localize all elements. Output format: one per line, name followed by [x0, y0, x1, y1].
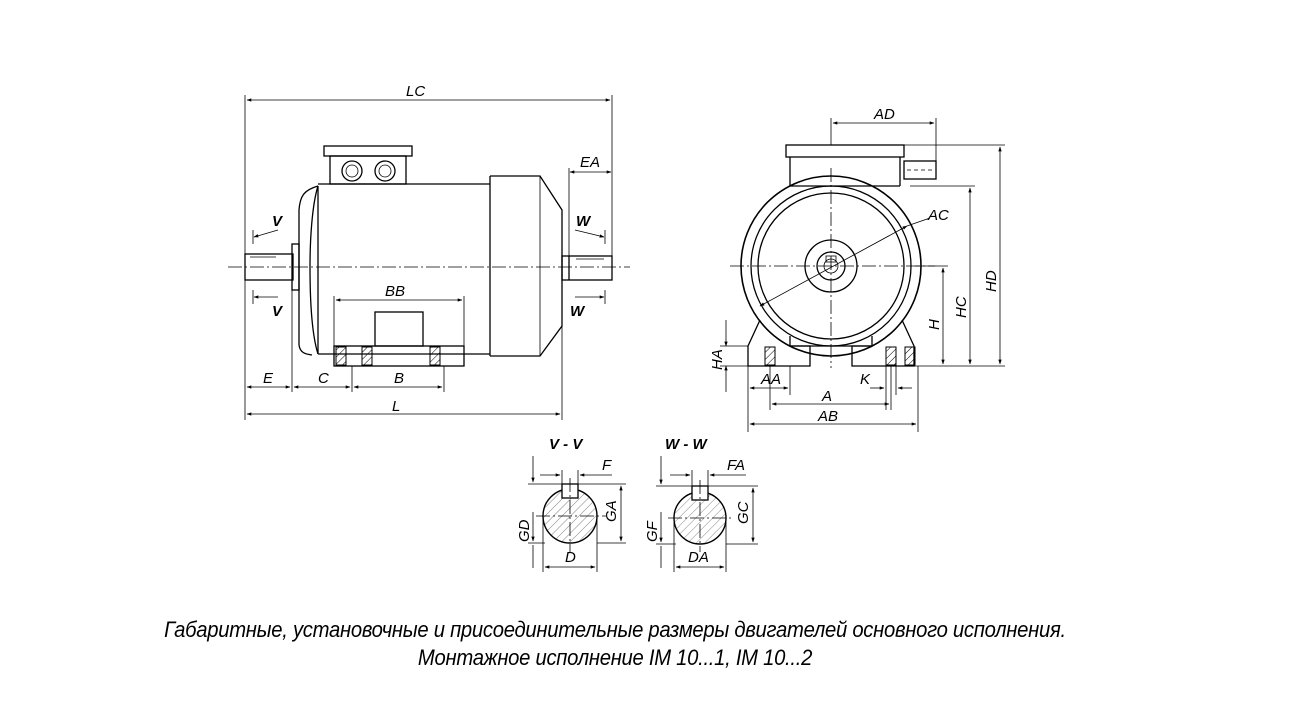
- side-view: [228, 95, 630, 420]
- label-b: B: [394, 370, 404, 387]
- label-ab: AB: [817, 408, 838, 425]
- label-a: A: [821, 388, 832, 405]
- label-e: E: [263, 370, 274, 387]
- label-ga: GA: [603, 500, 620, 522]
- label-ha: HA: [709, 349, 726, 370]
- section-v-v: [528, 456, 626, 572]
- label-lc: LC: [406, 83, 425, 100]
- label-v-top: V: [272, 213, 284, 230]
- label-gd: GD: [516, 519, 533, 542]
- label-h: H: [926, 319, 943, 330]
- label-section-vv: V - V: [549, 436, 584, 453]
- label-hd: HD: [983, 270, 1000, 292]
- label-ad: AD: [873, 106, 895, 123]
- section-w-w: [656, 456, 758, 572]
- label-w-bottom: W: [570, 303, 586, 320]
- label-fa: FA: [727, 457, 745, 474]
- label-v-bottom: V: [272, 303, 284, 320]
- label-c: C: [318, 370, 329, 387]
- label-gf: GF: [644, 520, 661, 542]
- label-l: L: [392, 398, 400, 415]
- label-da: DA: [688, 549, 709, 566]
- label-aa: AA: [760, 371, 781, 388]
- caption-line-2: Монтажное исполнение IM 10...1, IM 10...…: [417, 645, 813, 670]
- label-k: K: [860, 371, 871, 388]
- label-ac: AC: [927, 207, 949, 224]
- label-ea: EA: [580, 154, 600, 171]
- label-d: D: [565, 549, 576, 566]
- label-bb: BB: [385, 283, 405, 300]
- front-view: [720, 118, 1005, 432]
- caption-line-1: Габаритные, установочные и присоединител…: [164, 617, 1066, 642]
- label-section-ww: W - W: [665, 436, 708, 453]
- label-gc: GC: [735, 501, 752, 524]
- label-hc: HC: [953, 296, 970, 318]
- label-f: F: [602, 457, 612, 474]
- label-w-top: W: [576, 213, 592, 230]
